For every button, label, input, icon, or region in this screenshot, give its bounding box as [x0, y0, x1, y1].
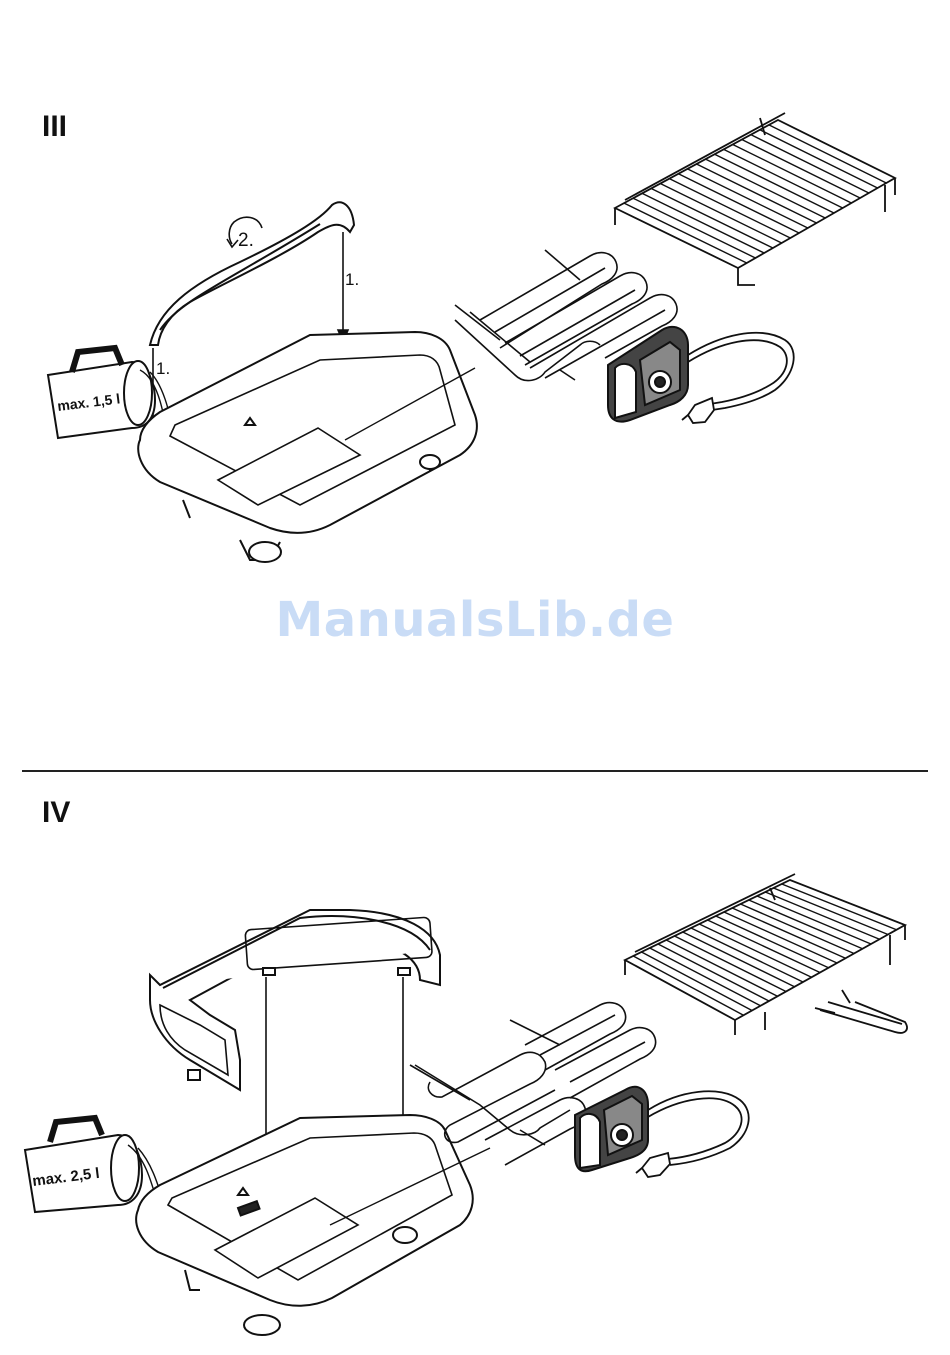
rack-bar — [633, 956, 743, 1015]
handle-frame-iv — [150, 910, 440, 1090]
rack-bar — [666, 940, 777, 996]
rack-bar — [741, 904, 855, 954]
rack-bar — [687, 169, 807, 228]
rack-bar — [760, 130, 878, 188]
rack-bar — [708, 920, 821, 973]
rack-bar — [642, 952, 753, 1011]
rack-bar — [651, 188, 773, 248]
water-basin-iv — [136, 1115, 490, 1335]
rack-bar — [650, 948, 761, 1006]
rack-bar — [691, 928, 803, 982]
grill-rack-iii — [615, 113, 895, 285]
rack-bar — [624, 203, 747, 263]
rack-bar — [715, 154, 834, 213]
rack-bar — [660, 184, 781, 243]
rack-bar — [749, 900, 863, 949]
rack-bar — [733, 144, 852, 203]
power-cable-iii — [682, 333, 794, 423]
water-basin-iii — [138, 332, 477, 562]
rack-bar — [675, 936, 787, 992]
rack-bar — [742, 140, 860, 198]
rack-bar — [642, 193, 764, 253]
grill-rack-iv-bars — [633, 884, 896, 1015]
rack-bar — [669, 179, 790, 238]
handle-iii — [150, 202, 354, 345]
rack-bar — [678, 174, 799, 233]
step-2-label: 2. — [238, 230, 254, 251]
rack-bar — [769, 125, 886, 183]
rack-bar — [633, 198, 755, 258]
power-cable-iv — [636, 1091, 749, 1177]
rack-bar — [697, 164, 817, 223]
rack-bar — [716, 916, 829, 968]
rack-bar — [706, 159, 826, 218]
rack-bar — [751, 135, 869, 193]
rack-lifter-iv — [815, 990, 907, 1033]
rack-bar — [732, 908, 845, 958]
rack-bar — [724, 149, 843, 208]
rack-bar — [699, 924, 811, 977]
rack-bar — [683, 932, 795, 987]
rack-bar — [724, 912, 837, 963]
thermostat-iii — [608, 327, 688, 422]
thermostat-iv — [575, 1087, 648, 1171]
grill-rack-iii-bars — [624, 125, 886, 263]
rack-bar — [658, 944, 769, 1001]
step-1-label-left: 1. — [156, 359, 170, 378]
step-1-label-right: 1. — [345, 270, 359, 289]
